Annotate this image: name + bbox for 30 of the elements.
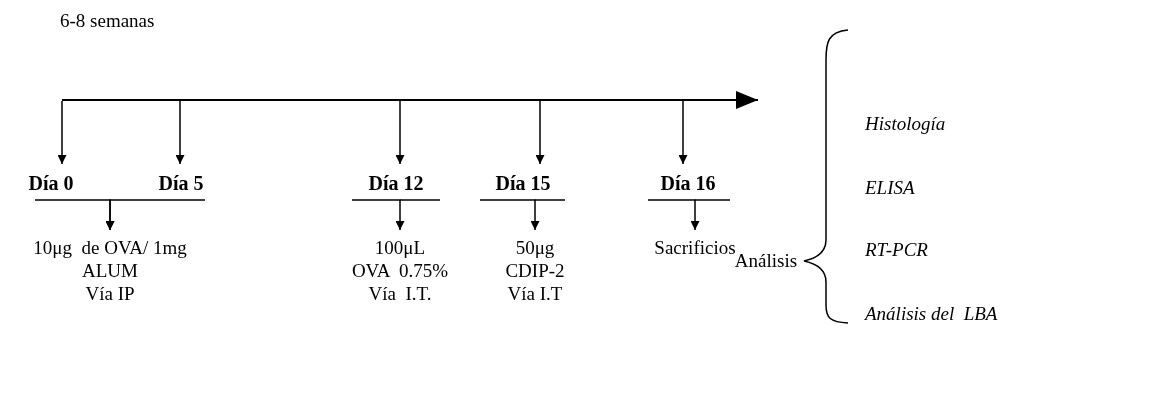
analysis-item: Histología [865,113,946,135]
day-label: Día 15 [494,172,552,195]
day-label: Día 12 [367,172,425,195]
arrow [57,100,67,165]
analysis-item: ELISA [865,177,915,199]
day-label: Día 16 [659,172,717,195]
day-label: Día 5 [157,172,205,195]
arrow [479,199,540,231]
day-label: Día 0 [27,172,75,195]
arrow [175,100,185,165]
arrow [535,100,545,165]
treatment-text: CDIP-2 [504,259,566,282]
arrow [105,199,206,231]
treatment-text: 100μL [373,236,427,259]
arrow [647,199,700,231]
analysis-label: Análisis [734,250,799,272]
treatment-text: 50μg [514,236,556,259]
treatment-text: ALUM [81,259,139,282]
treatment-text: Vía I.T [506,282,564,305]
treatment-text: 10μg de OVA/ 1mg [32,236,188,259]
analysis-item: RT-PCR [865,239,928,261]
analysis-item: Análisis del LBA [865,303,998,325]
arrow [395,100,405,165]
duration-label: 6-8 semanas [60,10,155,32]
arrow [351,199,405,231]
treatment-text: OVA 0.75% [350,259,450,282]
treatment-text: Vía IP [84,282,136,305]
treatment-text: Vía I.T. [367,282,433,305]
arrow [678,100,688,165]
treatment-text: Sacrificios [653,236,736,258]
